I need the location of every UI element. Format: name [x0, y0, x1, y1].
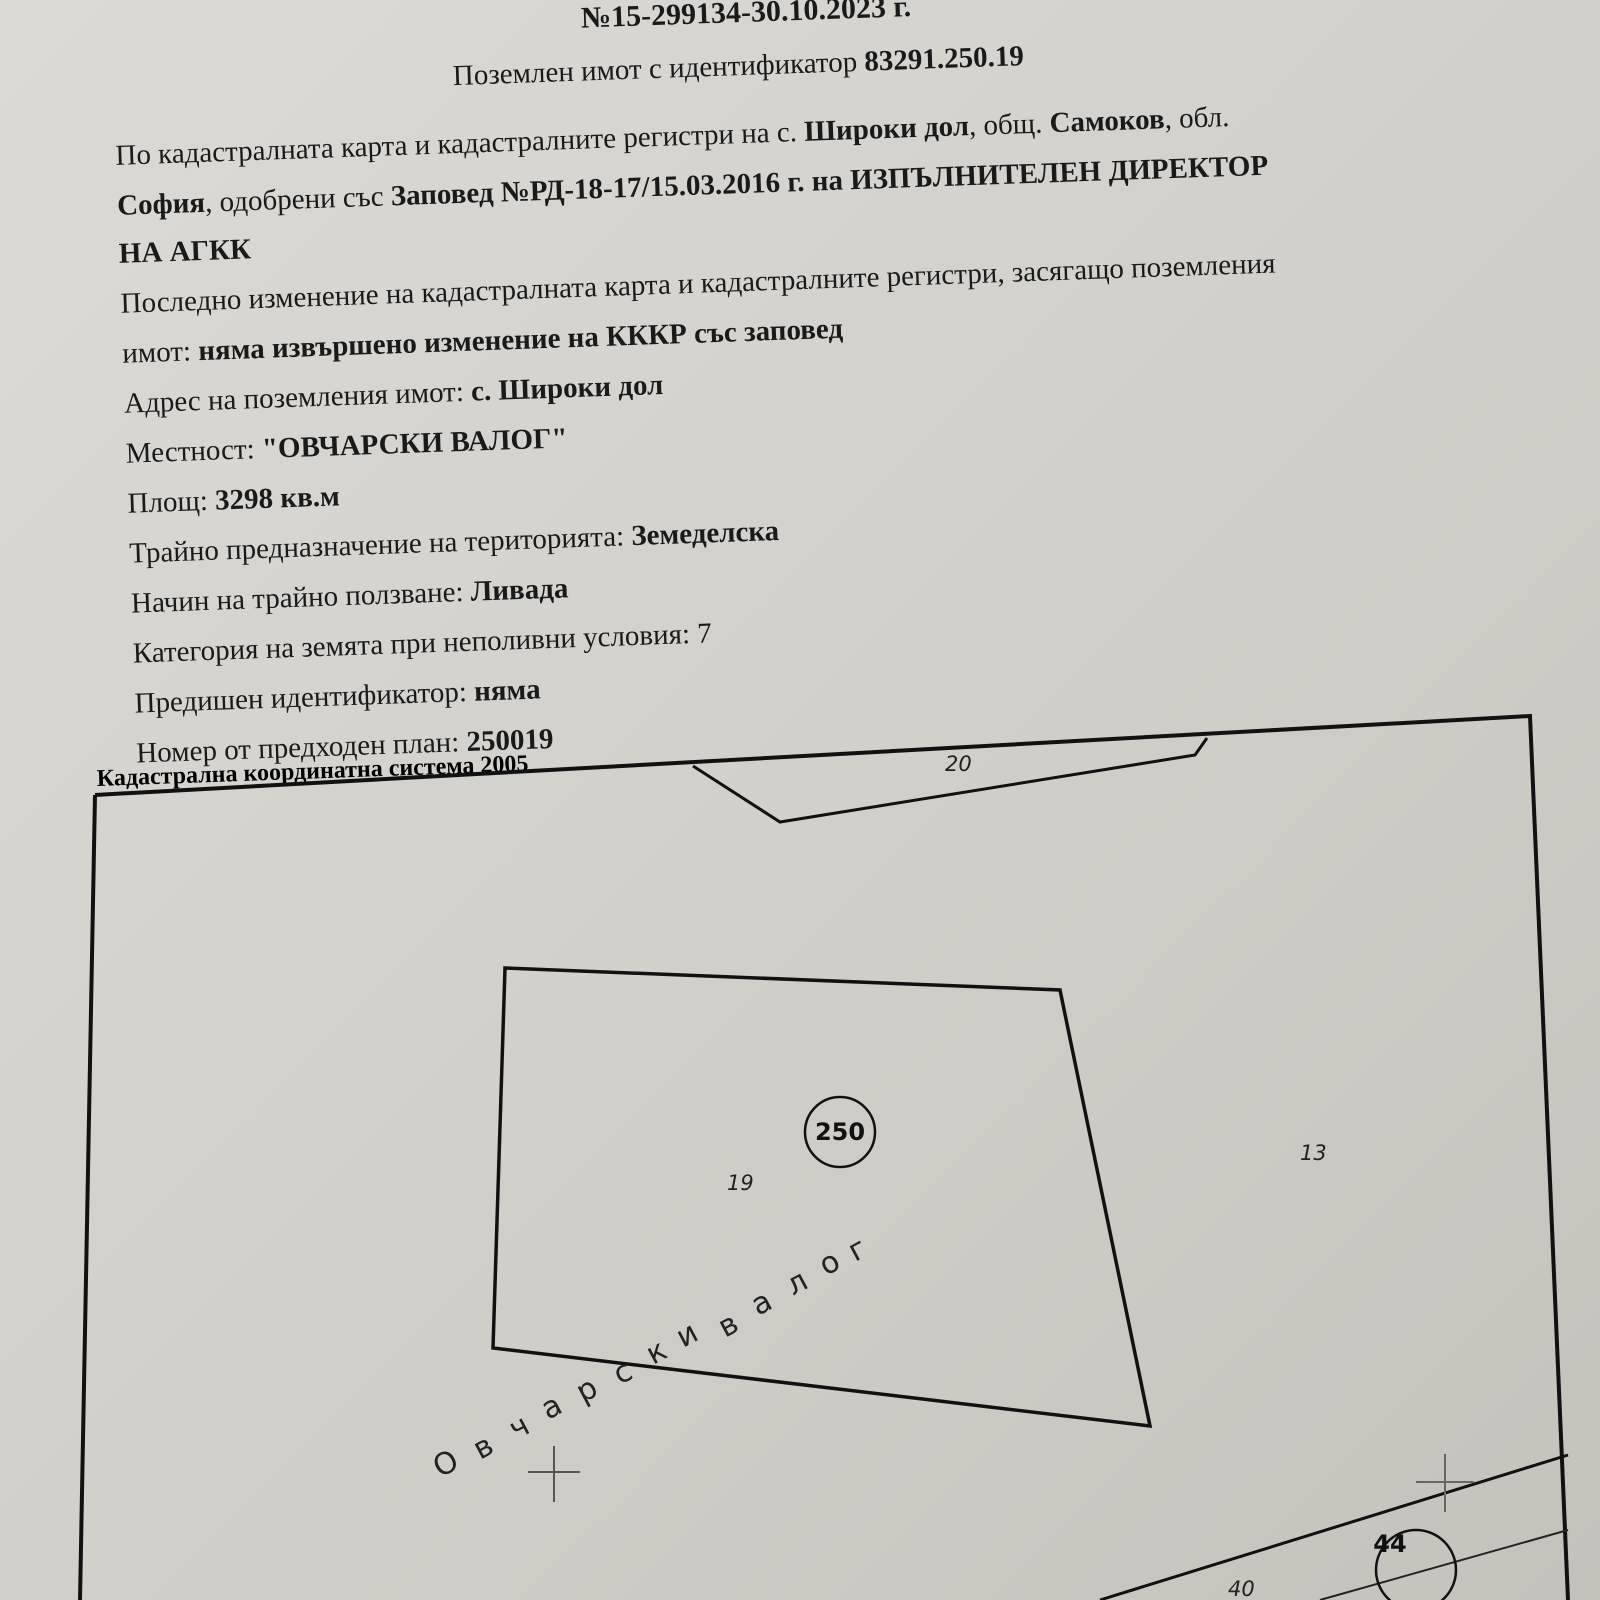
- road-boundary-lower: [1319, 1529, 1569, 1600]
- parcel-label-40: 40: [1228, 1577, 1255, 1600]
- parcel-label-19: 19: [727, 1171, 754, 1195]
- locality-letter: в: [467, 1428, 499, 1467]
- grid-cross-left: [528, 1446, 580, 1502]
- map-caption: Кадастрална координатна система 2005: [96, 751, 529, 792]
- block-44-circle: [1374, 1528, 1458, 1600]
- block-label-44: 44: [1373, 1530, 1406, 1558]
- parcel-label-20: 20: [945, 752, 972, 776]
- road-boundary-upper: [1099, 1453, 1569, 1600]
- parcel-20-boundary: [692, 737, 1209, 824]
- locality-letter: О: [427, 1443, 464, 1485]
- locality-letter: в: [712, 1306, 744, 1345]
- locality-letter: ч: [503, 1408, 535, 1447]
- map-frame-left: [78, 794, 97, 1600]
- locality-letter: р: [570, 1370, 603, 1410]
- block-250-circle: [803, 1095, 877, 1169]
- parcel-label-13: 13: [1300, 1141, 1327, 1165]
- locality-letter: г: [842, 1231, 872, 1269]
- map-frame: [94, 713, 1570, 1600]
- grid-cross-right: [1416, 1454, 1474, 1512]
- locality-letter: и: [670, 1315, 704, 1355]
- parcel-19-boundary: [491, 966, 1153, 1429]
- locality-letter: а: [535, 1388, 568, 1428]
- locality-letter: о: [813, 1244, 846, 1284]
- locality-letter: а: [745, 1284, 778, 1324]
- locality-letter: с: [607, 1353, 638, 1392]
- locality-letter: л: [780, 1263, 813, 1303]
- block-label-250: 250: [815, 1118, 865, 1146]
